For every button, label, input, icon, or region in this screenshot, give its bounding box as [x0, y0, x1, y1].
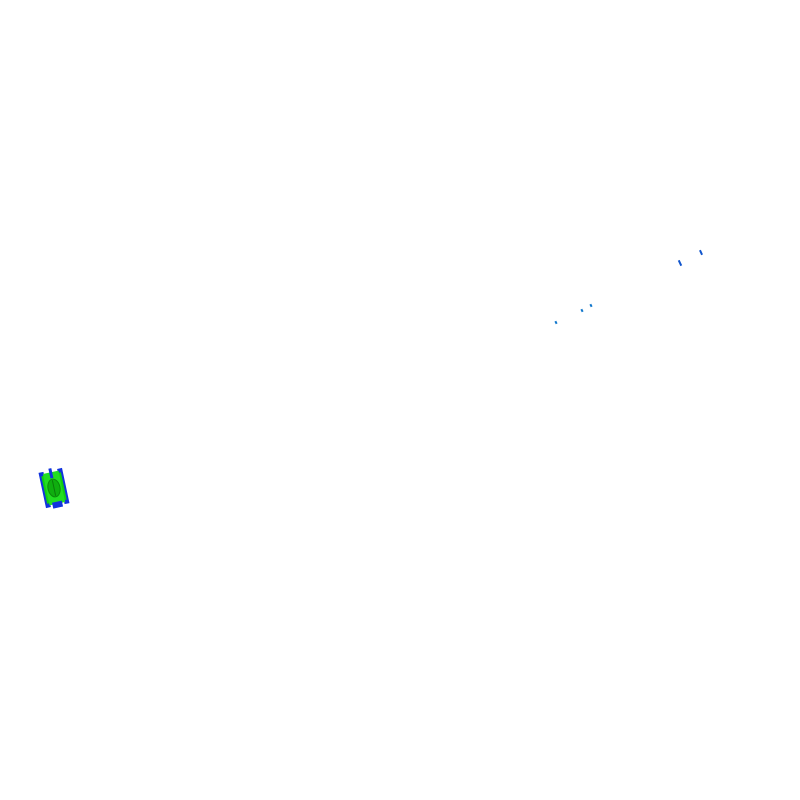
projectile: [677, 259, 683, 267]
projectile: [699, 249, 703, 256]
projectile: [589, 303, 593, 308]
projectile: [580, 308, 584, 313]
tank-barrel: [48, 468, 54, 479]
tank-icon[interactable]: [38, 466, 70, 510]
projectile: [554, 320, 558, 325]
